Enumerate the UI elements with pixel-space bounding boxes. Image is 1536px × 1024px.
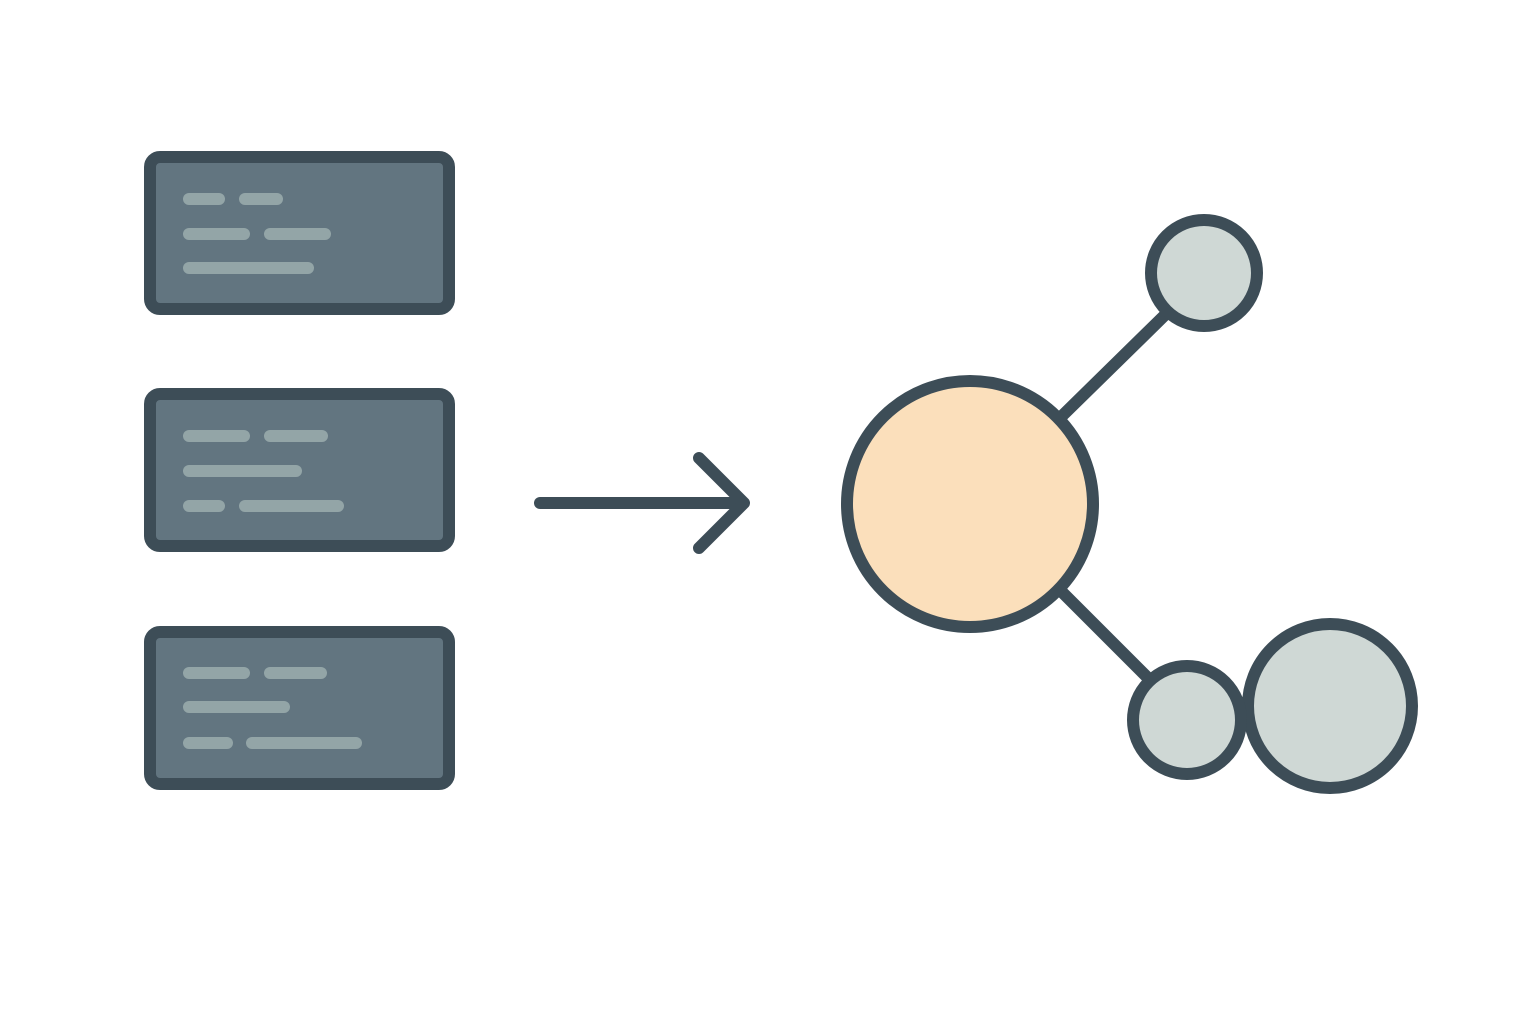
- leaf-node-icon: [1242, 618, 1418, 794]
- code-card-icon: [144, 388, 455, 552]
- leaf-node-icon: [1145, 214, 1263, 332]
- arrow-right-icon: [534, 452, 750, 554]
- code-card-icon: [144, 626, 455, 790]
- arrow-head: [693, 452, 750, 554]
- connection-line: [1056, 586, 1155, 685]
- leaf-node-icon: [1127, 660, 1247, 780]
- connection-line: [1056, 307, 1173, 422]
- code-card-icon: [144, 151, 455, 315]
- central-node-icon: [841, 375, 1099, 633]
